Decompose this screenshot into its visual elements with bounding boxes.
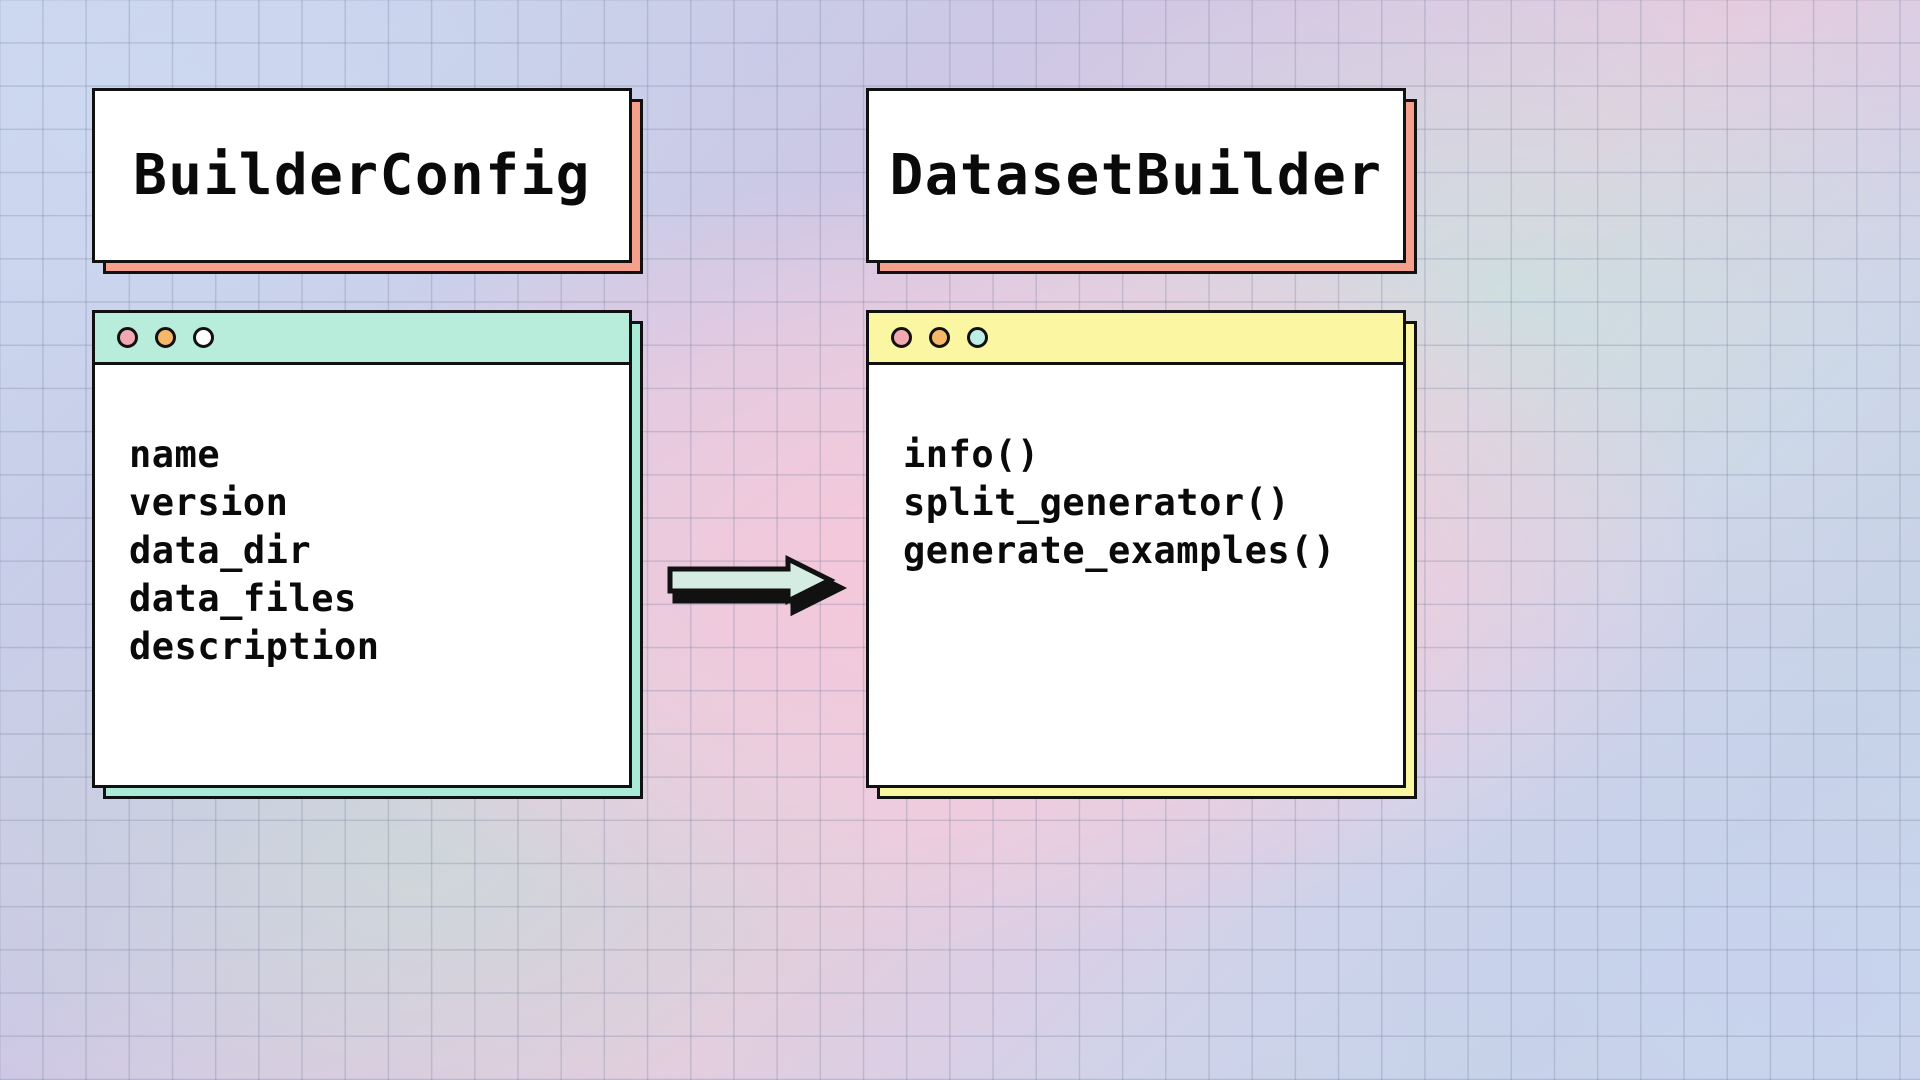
list-item: description bbox=[129, 625, 380, 668]
window-content: info() split_generator() generate_exampl… bbox=[869, 365, 1403, 785]
list-item: info() bbox=[903, 433, 1040, 476]
list-item: split_generator() bbox=[903, 481, 1291, 524]
window-card-builder-config-fields[interactable]: name version data_dir data_files descrip… bbox=[92, 310, 643, 799]
title-card-dataset-builder[interactable]: DatasetBuilder bbox=[866, 88, 1417, 274]
maximize-dot[interactable] bbox=[967, 327, 988, 348]
window-content: name version data_dir data_files descrip… bbox=[95, 365, 629, 785]
title-card-builder-config[interactable]: BuilderConfig bbox=[92, 88, 643, 274]
minimize-dot[interactable] bbox=[929, 327, 950, 348]
card-body: DatasetBuilder bbox=[866, 88, 1406, 263]
list-item: version bbox=[129, 481, 289, 524]
page-title: BuilderConfig bbox=[133, 142, 591, 208]
window-titlebar[interactable] bbox=[95, 313, 629, 365]
list-item: data_files bbox=[129, 577, 357, 620]
page-title: DatasetBuilder bbox=[889, 142, 1383, 208]
list-item: name bbox=[129, 433, 221, 476]
close-dot[interactable] bbox=[891, 327, 912, 348]
window-card-dataset-builder-methods[interactable]: info() split_generator() generate_exampl… bbox=[866, 310, 1417, 799]
close-dot[interactable] bbox=[117, 327, 138, 348]
card-body: BuilderConfig bbox=[92, 88, 632, 263]
list-item: data_dir bbox=[129, 529, 312, 572]
card-body: info() split_generator() generate_exampl… bbox=[866, 310, 1406, 788]
card-body: name version data_dir data_files descrip… bbox=[92, 310, 632, 788]
window-titlebar[interactable] bbox=[869, 313, 1403, 365]
arrow-right-icon bbox=[660, 545, 860, 617]
list-item: generate_examples() bbox=[903, 529, 1336, 572]
maximize-dot[interactable] bbox=[193, 327, 214, 348]
minimize-dot[interactable] bbox=[155, 327, 176, 348]
